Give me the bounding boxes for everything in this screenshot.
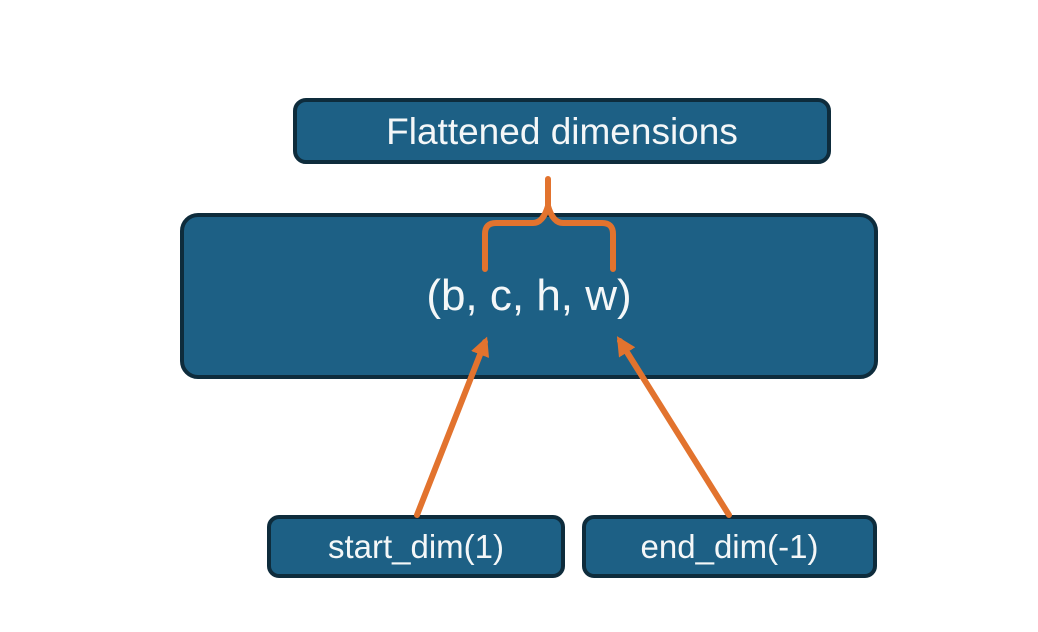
end-dim-label: end_dim(-1) xyxy=(640,528,819,565)
node-start-dim: start_dim(1) xyxy=(267,515,565,578)
node-tensor-shape: (b, c, h, w) xyxy=(180,213,878,379)
node-end-dim: end_dim(-1) xyxy=(582,515,877,578)
tensor-shape-label: (b, c, h, w) xyxy=(426,271,632,320)
node-flattened-dimensions: Flattened dimensions xyxy=(293,98,831,164)
flattened-dimensions-label: Flattened dimensions xyxy=(386,110,738,152)
start-dim-label: start_dim(1) xyxy=(327,528,505,565)
